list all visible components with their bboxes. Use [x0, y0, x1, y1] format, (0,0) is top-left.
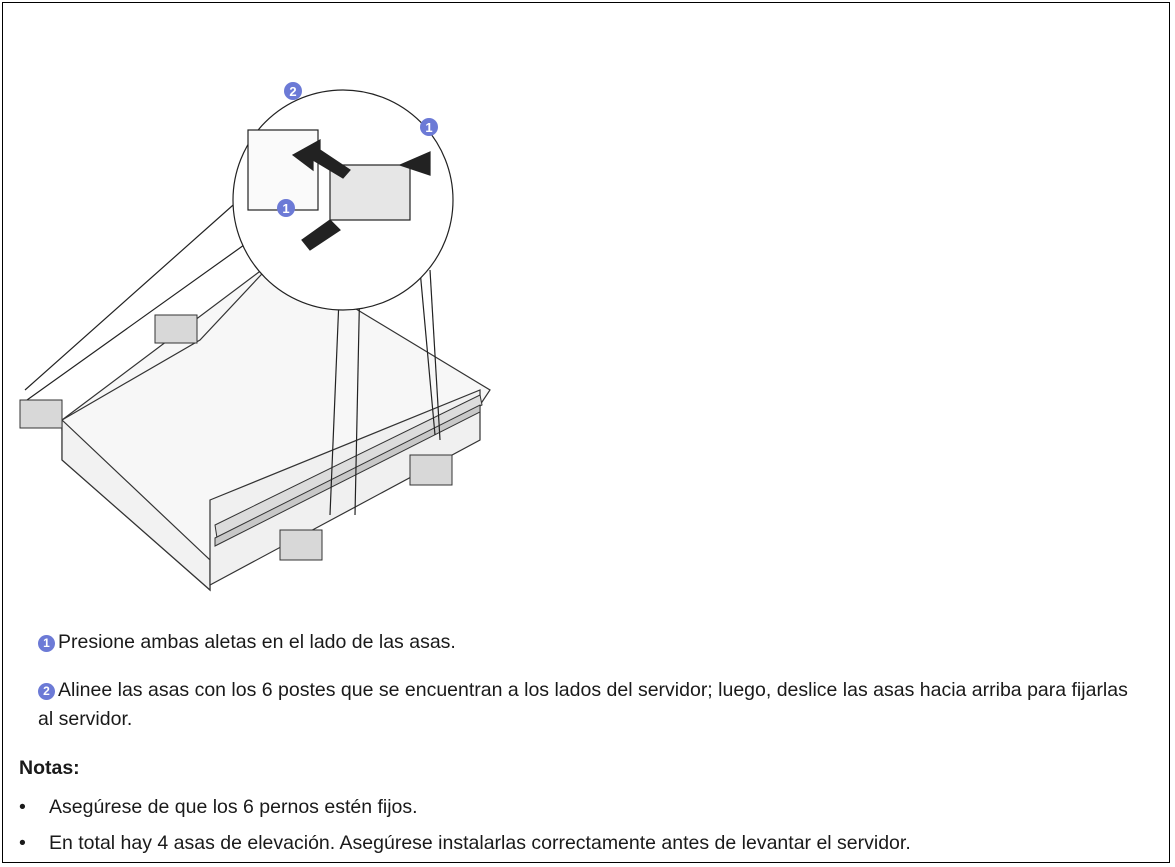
note-item: • Asegúrese de que los 6 pernos estén fij… — [19, 793, 1159, 822]
note-item: • En total hay 4 asas de elevación. Asegú… — [19, 829, 1159, 858]
step-2-text: Alinee las asas con los 6 postes que se … — [38, 679, 1128, 730]
svg-text:2: 2 — [289, 84, 296, 99]
callout-1-right: 1 — [420, 118, 438, 136]
step-1-text: Presione ambas aletas en el lado de las … — [58, 631, 456, 653]
callout-2: 2 — [284, 82, 302, 100]
bullet-icon: • — [19, 796, 26, 818]
side-rail — [214, 394, 483, 547]
note-text: En total hay 4 asas de elevación. Asegúr… — [49, 832, 911, 854]
step-2-badge: 2 — [38, 683, 55, 700]
bullet-icon: • — [19, 832, 26, 854]
svg-text:1: 1 — [425, 120, 432, 135]
note-text: Asegúrese de que los 6 pernos estén fijo… — [49, 796, 418, 818]
svg-text:1: 1 — [282, 201, 289, 216]
callout-1-left: 1 — [277, 199, 295, 217]
lifting-handles — [19, 314, 453, 561]
zoom-detail — [19, 89, 454, 516]
notes-title: Notas: — [19, 757, 80, 779]
step-1-badge: 1 — [38, 635, 55, 652]
installation-illustration: 2 1 1 — [19, 82, 491, 592]
